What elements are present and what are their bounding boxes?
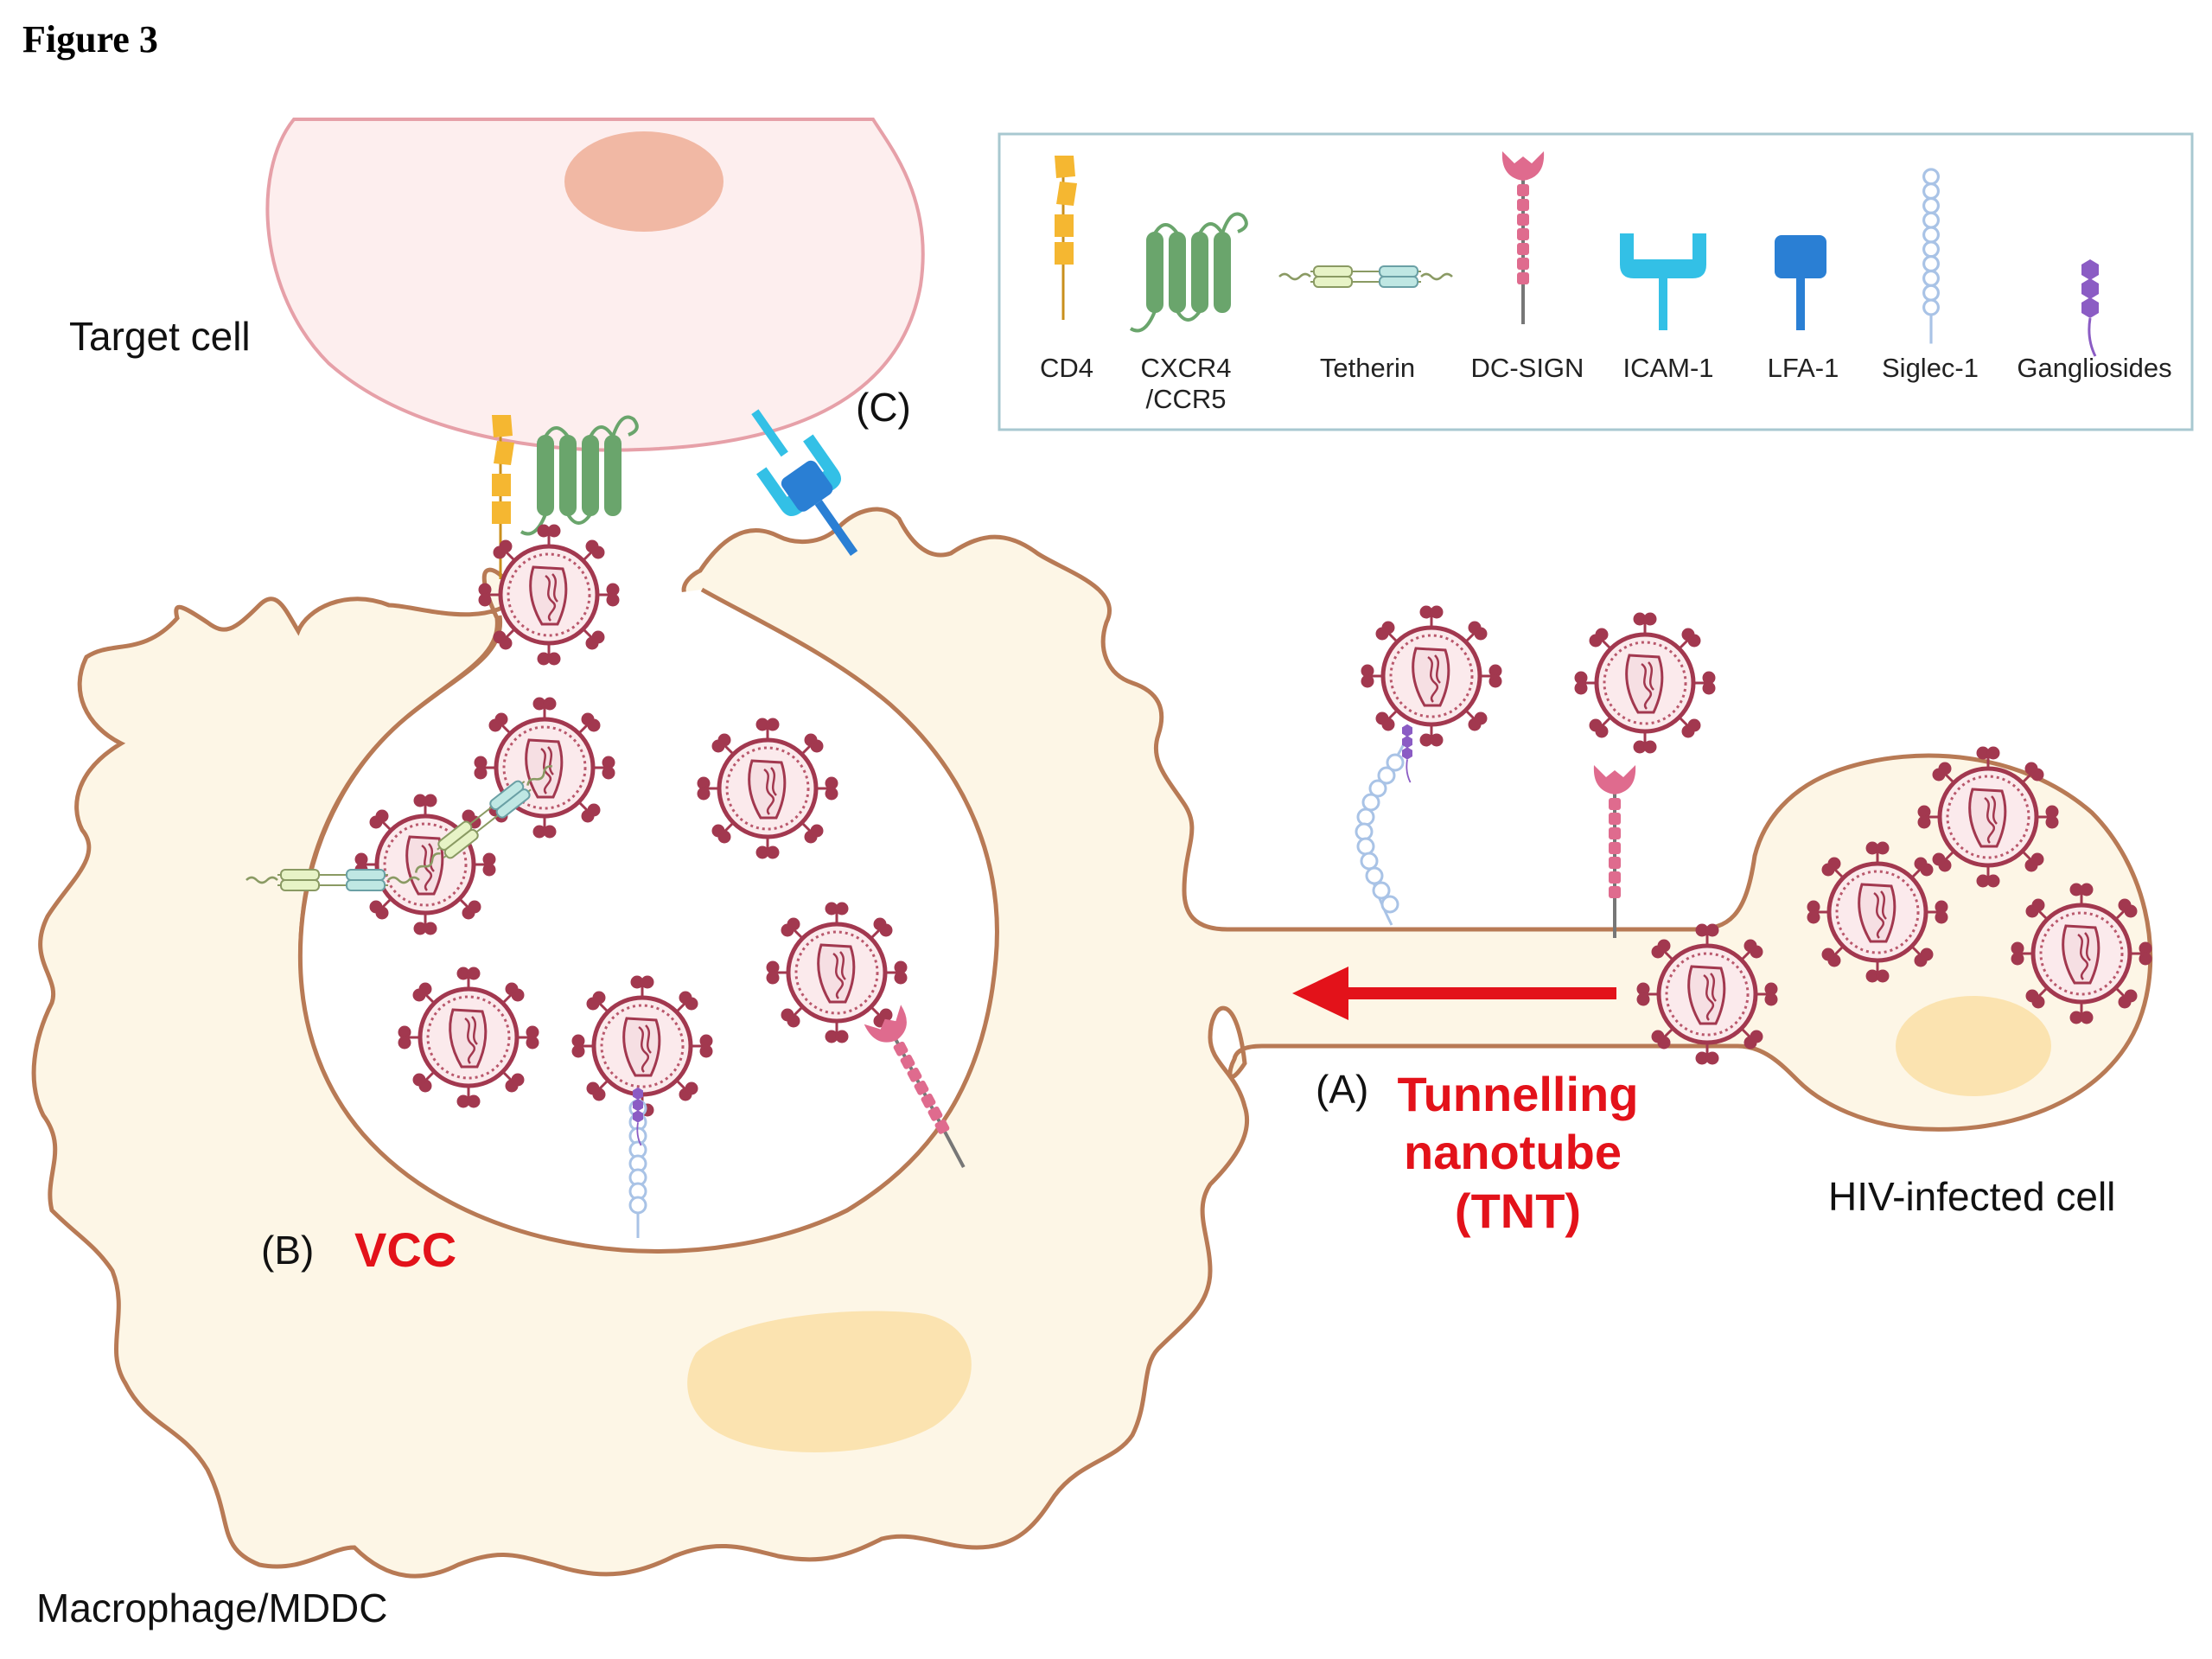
virion (1362, 607, 1501, 745)
legend-dcsign-label: DC-SIGN (1471, 353, 1584, 383)
route-c-label: (C) (856, 385, 911, 430)
virion (1576, 614, 1714, 752)
tnt-line3: (TNT) (1455, 1184, 1581, 1238)
virion (2012, 884, 2151, 1023)
legend-siglec-icon (1922, 168, 1940, 344)
tnt-arrow (1292, 967, 1616, 1020)
virion (356, 795, 494, 934)
legend-icam-label: ICAM-1 (1622, 353, 1713, 383)
target-cell-label: Target cell (69, 314, 251, 359)
legend-siglec-label: Siglec-1 (1882, 353, 1979, 383)
target-cell (265, 118, 925, 452)
nanotube-ganglioside (1401, 723, 1413, 783)
virion (698, 719, 837, 858)
legend-box: CD4 CXCR4 /CCR5 Tetherin DC-SIGN ICAM-1 … (998, 132, 2194, 431)
infected-cell-nucleus (1896, 996, 2051, 1096)
legend-cd4-label: CD4 (1040, 353, 1093, 383)
infected-cell-label: HIV-infected cell (1828, 1174, 2115, 1219)
route-a-label: (A) (1316, 1067, 1368, 1112)
icam-lfa-pair (751, 409, 858, 556)
virion (399, 968, 538, 1107)
virion (1638, 925, 1776, 1063)
virion (1919, 748, 2057, 886)
legend-lfa-icon (1775, 235, 1826, 330)
legend-cxcr4-label-1: CXCR4 (1140, 353, 1231, 383)
virion (480, 526, 618, 664)
figure-label: Figure 3 (22, 18, 158, 61)
virion (1808, 843, 1947, 981)
legend-lfa-label: LFA-1 (1768, 353, 1839, 383)
vcc-label: VCC (354, 1222, 456, 1277)
macrophage-label: Macrophage/MDDC (36, 1586, 387, 1630)
macrophage-nucleus (687, 1311, 972, 1452)
legend-tetherin-label: Tetherin (1320, 353, 1415, 383)
target-cell-nucleus (564, 131, 724, 232)
legend-ganglioside-label: Gangliosides (2017, 353, 2171, 383)
nanotube-dcsign (1591, 763, 1638, 940)
tnt-line2: nanotube (1404, 1125, 1622, 1179)
legend-cxcr4-label-2: /CCR5 (1145, 384, 1226, 414)
route-b-label: (B) (261, 1228, 314, 1273)
legend-icam-icon (1620, 233, 1706, 330)
tnt-line1: Tunnelling (1398, 1067, 1639, 1121)
